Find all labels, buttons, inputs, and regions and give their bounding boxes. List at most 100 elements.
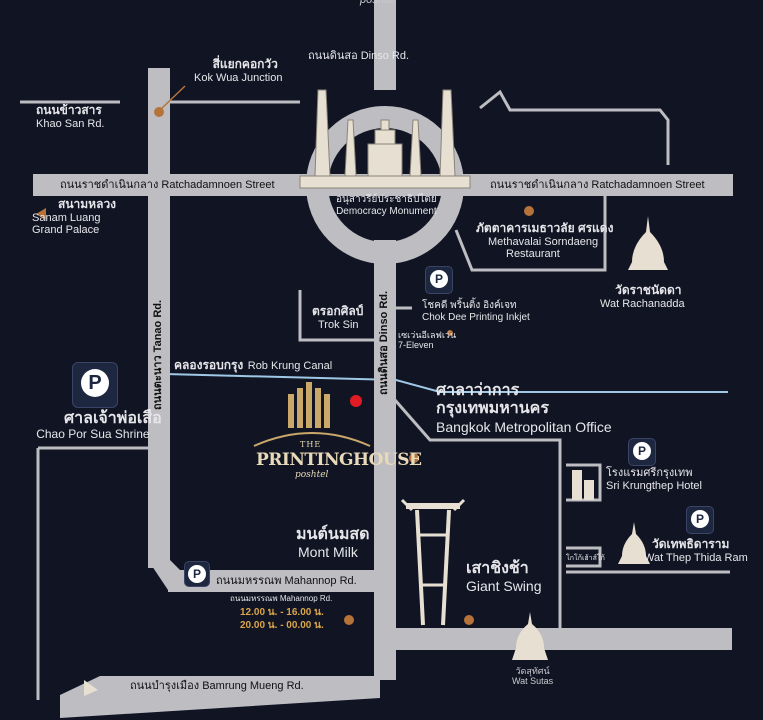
place-kok-wua: สี่แยกคอกวัว Kok Wua Junction — [194, 57, 282, 84]
place-th: วัดเทพธิดาราม — [652, 537, 730, 551]
place-th: ภัตตาคารเมธาวลัย ศรแดง — [476, 221, 614, 235]
road-label-th: ถนนราชดำเนินกลาง — [60, 179, 159, 191]
place-th: โชคดี พริ้นติ้ง อิงค์เจท — [422, 300, 517, 311]
democracy-monument-drawing — [299, 89, 471, 189]
place-th: มนต์นมสด — [296, 526, 370, 543]
road-northeast — [479, 89, 670, 165]
place-th: วัดสุทัศน์ — [515, 666, 550, 676]
place-methavalai: ภัตตาคารเมธาวลัย ศรแดง Methavalai Sornda… — [476, 221, 614, 261]
place-en: Mont Milk — [298, 544, 358, 561]
place-chokdee: โชคดี พริ้นติ้ง อิงค์เจท Chok Dee Printi… — [422, 300, 530, 323]
pagoda-icon — [628, 216, 668, 270]
place-th: สี่แยกคอกวัว — [212, 57, 278, 71]
road-label-bamrung: ถนนบำรุงเมือง Bamrung Mueng Rd. — [130, 680, 304, 693]
place-en: Rob Krung Canal — [247, 360, 333, 372]
place-wat-sutas: วัดสุทัศน์ Wat Sutas — [512, 666, 553, 687]
triangle-pointer-icon — [36, 208, 46, 220]
place-en: Giant Swing — [466, 578, 542, 595]
place-en: Chok Dee Printing Inkjet — [422, 311, 530, 323]
place-en: Wat Rachanadda — [600, 297, 685, 310]
place-th: ถนนข้าวสาร — [36, 103, 102, 117]
place-en: Bangkok Metropolitan Office — [436, 418, 612, 435]
parking-letter: P — [81, 369, 109, 397]
place-mont-milk: มนต์นมสด Mont Milk — [296, 526, 370, 560]
printinghouse-logo-mark — [253, 382, 371, 447]
place-en: Methavalai Sorndaeng — [488, 235, 599, 248]
parking-icon[interactable]: P — [425, 266, 453, 294]
parking-icon[interactable]: P — [72, 362, 118, 408]
pagoda-icon — [618, 522, 650, 564]
road-label-th: ถนนราชดำเนินกลาง — [490, 179, 589, 191]
place-thep-thida: วัดเทพธิดาราม Wat Thep Thida Ram — [644, 537, 748, 564]
bamrung-road-east — [396, 628, 732, 650]
hotel-block — [566, 463, 602, 502]
place-en: Trok Sin — [318, 318, 359, 331]
place-th: วัดราชนัดดา — [615, 283, 682, 297]
road-label-th: ถนนมหรรณพ — [216, 575, 282, 587]
road-label-ratchadamnoen-right: ถนนราชดำเนินกลาง Ratchadamnoen Street — [490, 179, 705, 192]
place-trok-sin: ตรอกศิลป์ Trok Sin — [312, 304, 364, 331]
place-giant-swing: เสาชิงช้า Giant Swing — [466, 560, 541, 594]
place-th: กรุงเทพมหานคร — [436, 400, 549, 418]
place-th: ศาลาว่าการ — [436, 382, 520, 399]
logo-the: THE — [300, 440, 322, 449]
road-label-en: Bamrung Mueng Rd. — [202, 680, 304, 692]
hours-line: 12.00 น. - 16.00 น. — [240, 607, 324, 618]
location-dot-icon — [154, 107, 164, 117]
place-th: คลองรอบกรุง — [174, 358, 244, 372]
school-block — [566, 546, 602, 568]
road-label-dinso-top: ถนนดินสอ Dinso Rd. — [308, 50, 410, 62]
parking-letter: P — [188, 565, 206, 583]
road-label-en: Mahannop Rd. — [284, 575, 357, 587]
place-rachanadda: วัดราชนัดดา Wat Rachanadda — [600, 283, 685, 310]
place-canal: คลองรอบกรุง Rob Krung Canal — [174, 356, 332, 374]
place-th: เสาชิงช้า — [466, 560, 529, 577]
location-dot-icon — [524, 206, 534, 216]
parking-icon[interactable]: P — [184, 561, 210, 587]
header-poshtel: poshtel — [360, 0, 396, 6]
road-label-ratchadamnoen-left: ถนนราชดำเนินกลาง Ratchadamnoen Street — [60, 179, 275, 192]
location-dot-icon — [409, 453, 419, 463]
bma-road — [393, 399, 562, 628]
bamrung-road-west — [60, 676, 380, 718]
place-en: Grand Palace — [32, 224, 100, 237]
hours-line: 20.00 น. - 00.00 น. — [240, 620, 324, 631]
place-sri-krungthep: โรงแรมศรีกรุงเทพ Sri Krungthep Hotel — [606, 467, 702, 492]
place-chao-por-sua: ศาลเจ้าพ่อเสือ Chao Por Sua Shrine — [24, 410, 162, 442]
place-en: Sanam Luang — [32, 211, 101, 224]
parking-letter: P — [430, 270, 448, 288]
mahannop-road — [168, 570, 396, 592]
place-en: Sri Krungthep Hotel — [606, 479, 702, 492]
pagoda-icon — [512, 612, 548, 660]
place-th: เซเว่นอีเลฟเว่น — [398, 330, 457, 340]
place-en: 7-Eleven — [398, 340, 434, 351]
road-label-mahannop: ถนนมหรรณพ Mahannop Rd. — [216, 575, 357, 588]
place-school: โกโก้เฮ้าส์โก้ — [566, 555, 605, 562]
place-en: Democracy Monument — [336, 205, 437, 217]
place-khao-san: ถนนข้าวสาร Khao San Rd. — [36, 103, 105, 130]
place-bma: ศาลาว่าการ กรุงเทพมหานคร Bangkok Metropo… — [436, 382, 612, 435]
place-en: Wat Thep Thida Ram — [644, 551, 748, 564]
kok-wua-connector — [159, 85, 186, 111]
location-dot-icon — [447, 330, 453, 336]
mahannop-parking-title: ถนนมหรรณพ Mahannop Rd. — [230, 594, 333, 603]
place-democracy: อนุสาวรีย์ประชาธิปไตย Democracy Monument — [336, 194, 437, 217]
place-th: อนุสาวรีย์ประชาธิปไตย — [336, 194, 437, 205]
logo-sub: poshtel — [295, 470, 329, 480]
place-th: โรงแรมศรีกรุงเทพ — [606, 467, 693, 479]
place-sanam-luang: สนามหลวง Sanam Luang Grand Palace — [32, 197, 116, 237]
hotel-location-marker — [350, 395, 362, 407]
tanao-corner — [148, 560, 190, 590]
road-label-dinso-vertical: ถนนดินสอ Dinso Rd. — [378, 290, 390, 395]
place-en: Kok Wua Junction — [194, 71, 283, 84]
road-label-en: Ratchadamnoen Street — [161, 179, 275, 191]
road-label-th: ถนนบำรุงเมือง — [130, 680, 200, 692]
place-en: Restaurant — [506, 248, 560, 261]
logo-name: PRINTINGHOUSE — [256, 450, 422, 470]
place-th: ตรอกศิลป์ — [312, 304, 364, 318]
parking-icon[interactable]: P — [686, 506, 714, 534]
shrine-road — [36, 446, 148, 700]
road-label-tanao: ถนนตะนาว Tanao Rd. — [152, 299, 164, 410]
parking-icon[interactable]: P — [628, 438, 656, 466]
